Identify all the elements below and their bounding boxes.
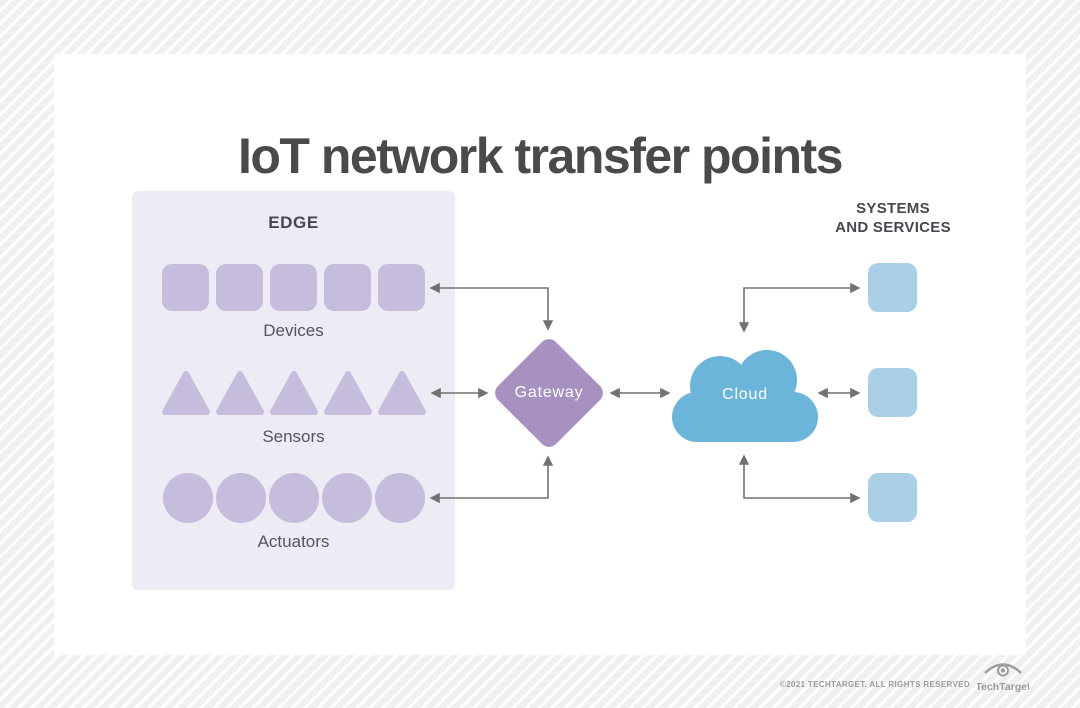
circle-shape [162,473,213,523]
actuators-row [132,473,455,523]
sensors-row [132,371,455,415]
arrow-cloud-system-bottom [738,454,861,504]
circle-shape [321,473,372,523]
rounded-square-shape [216,264,263,311]
arrow-actuators-gateway [429,455,554,504]
circle-shape [268,473,319,523]
cloud-icon [672,350,818,442]
rounded-square-shape [162,264,209,311]
actuators-label: Actuators [257,532,330,551]
connector-arrows [429,282,861,504]
techtarget-eye-icon: TechTarget [977,663,1029,693]
cloud-node: Cloud [672,342,818,446]
triangle-shape [215,371,264,415]
rounded-square-shape [270,264,317,311]
triangle-shape [377,371,426,415]
edge-panel: EDGE Devices Sensors Actuators [132,191,455,590]
triangle-shape [161,371,210,415]
devices-row [132,264,455,311]
systems-column [868,263,917,522]
rounded-square-shape [378,264,425,311]
diagram-title: IoT network transfer points [237,127,844,184]
gateway-node: Gateway [491,335,607,451]
sys-square-shape [868,368,917,417]
sys-square-shape [868,263,917,312]
cloud-label: Cloud [722,386,768,403]
gateway-label: Gateway [514,384,584,401]
arrow-cloud-system-top [738,282,861,333]
arrow-devices-gateway [429,282,554,331]
rounded-square-shape [324,264,371,311]
techtarget-wordmark: TechTarget [977,681,1029,693]
systems-heading: SYSTEMS AND SERVICES [793,199,993,237]
circle-shape [374,473,425,523]
circle-shape [215,473,266,523]
systems-heading-line2: AND SERVICES [835,219,951,236]
diagram-card: IoT network transfer points EDGE Devices… [54,54,1026,655]
copyright-text: ©2021 TECHTARGET. ALL RIGHTS RESERVED [779,680,970,689]
devices-label: Devices [263,321,324,340]
edge-heading: EDGE [268,213,319,232]
triangle-shape [269,371,318,415]
sensors-label: Sensors [262,427,325,446]
triangle-shape [323,371,372,415]
sys-square-shape [868,473,917,522]
techtarget-logo: TechTarget [977,660,1029,694]
systems-heading-line1: SYSTEMS [856,200,930,217]
